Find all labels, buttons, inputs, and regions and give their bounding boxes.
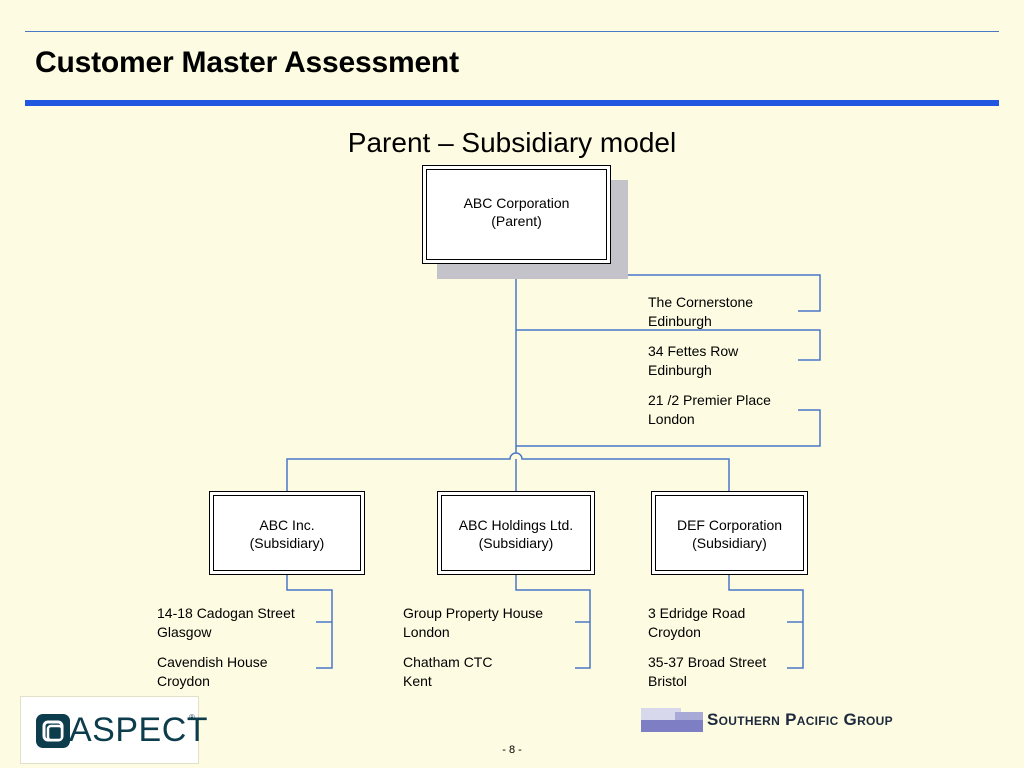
subsidiary-address: 3 Edridge Road Croydon <box>648 604 745 642</box>
parent-address: 34 Fettes Row Edinburgh <box>648 342 738 380</box>
subsidiary-address: Cavendish House Croydon <box>157 653 268 691</box>
subsidiary-name: DEF Corporation <box>676 517 783 533</box>
address-line-1: 21 /2 Premier Place <box>648 392 771 408</box>
subsidiary-distribution-line <box>286 452 730 492</box>
abc-holdings-address-bracket <box>515 574 591 669</box>
address-line-1: 14-18 Cadogan Street <box>157 605 295 621</box>
parent-address-bracket-3 <box>516 409 821 447</box>
address-line-2: London <box>648 411 695 427</box>
subsidiary-address: 14-18 Cadogan Street Glasgow <box>157 604 295 642</box>
subsidiary-address: Chatham CTC Kent <box>403 653 492 691</box>
subsidiary-role: (Subsidiary) <box>249 535 325 551</box>
abc-inc-address-bracket <box>286 574 333 669</box>
subsidiary-address: 35-37 Broad Street Bristol <box>648 653 766 691</box>
address-line-1: 35-37 Broad Street <box>648 654 767 670</box>
subsidiary-node-abc-holdings: ABC Holdings Ltd. (Subsidiary) <box>437 491 595 575</box>
southern-pacific-group-logo: Southern Pacific Group <box>641 706 996 736</box>
address-line-2: Croydon <box>157 673 210 689</box>
parent-address-bracket-1 <box>516 274 821 312</box>
spg-logo-text: Southern Pacific Group <box>707 710 893 729</box>
subsidiary-address: Group Property House London <box>403 604 543 642</box>
address-line-1: Group Property House <box>403 605 544 621</box>
address-line-1: Cavendish House <box>157 654 268 670</box>
address-line-1: 3 Edridge Road <box>648 605 746 621</box>
address-line-1: Chatham CTC <box>403 654 493 670</box>
slide-title: Customer Master Assessment <box>35 46 459 79</box>
subsidiary-node-abc-inc: ABC Inc. (Subsidiary) <box>209 491 365 575</box>
subsidiary-name: ABC Holdings Ltd. <box>458 517 574 533</box>
address-line-2: Kent <box>403 673 432 689</box>
parent-address: 21 /2 Premier Place London <box>648 391 771 429</box>
aspect-logo: ASPECT ® <box>20 696 208 764</box>
title-rule <box>25 100 999 106</box>
address-line-2: Bristol <box>648 673 687 689</box>
address-line-1: 34 Fettes Row <box>648 343 739 359</box>
spg-mark-icon <box>641 708 703 732</box>
address-line-2: Croydon <box>648 624 701 640</box>
aspect-mark-icon <box>36 714 70 748</box>
address-line-2: London <box>403 624 450 640</box>
subsidiary-name: ABC Inc. <box>259 517 315 533</box>
parent-role: (Parent) <box>491 213 542 229</box>
address-line-2: Glasgow <box>157 624 212 640</box>
top-rule <box>25 31 999 32</box>
subsidiary-node-def: DEF Corporation (Subsidiary) <box>651 491 808 575</box>
parent-name: ABC Corporation <box>463 195 570 211</box>
parent-address: The Cornerstone Edinburgh <box>648 293 753 331</box>
diagram-subtitle: Parent – Subsidiary model <box>347 127 677 158</box>
page-number: - 8 - <box>502 744 522 756</box>
address-line-1: The Cornerstone <box>648 294 754 310</box>
subsidiary-role: (Subsidiary) <box>692 535 767 551</box>
aspect-logo-text: ASPECT <box>69 711 209 749</box>
address-line-2: Edinburgh <box>648 362 712 378</box>
address-line-2: Edinburgh <box>648 313 712 329</box>
subsidiary-role: (Subsidiary) <box>478 535 554 551</box>
aspect-registered-mark: ® <box>189 713 195 722</box>
parent-address-bracket-2 <box>516 329 821 361</box>
parent-node: ABC Corporation (Parent) <box>422 165 611 264</box>
def-address-bracket <box>728 574 804 669</box>
